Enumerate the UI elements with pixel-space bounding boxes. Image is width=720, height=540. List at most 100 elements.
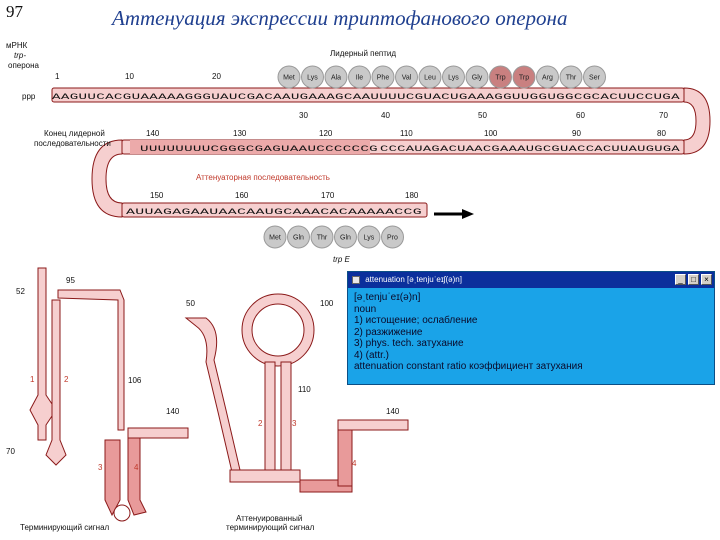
close-button[interactable]: ×	[701, 274, 712, 285]
transcription: [əˌtenjuˈeɪ(ə)n]	[354, 292, 421, 303]
hp1-label-95: 95	[66, 276, 75, 285]
leader-peptide-residue-label-2: Ala	[331, 75, 341, 82]
leader-peptide-residue-label-5: Val	[402, 75, 412, 82]
leader-peptide-label: Лидерный пептид	[330, 49, 396, 58]
leader-peptide-residue-label-3: Ile	[356, 75, 364, 82]
mrna-label-1: мРНК	[6, 41, 28, 50]
app-icon	[352, 275, 360, 284]
terminator-hairpin	[29, 267, 189, 522]
leader-peptide-residue-label-10: Trp	[519, 75, 529, 82]
leader-peptide-residue-5	[395, 65, 418, 89]
leader-peptide-residue-label-4: Phe	[377, 75, 390, 82]
leader-peptide-residue-12	[559, 65, 583, 89]
attenuator-label: Аттенуаторная последовательность	[196, 173, 330, 182]
trpE-peptide-residue-3	[334, 225, 357, 249]
direction-arrow	[434, 209, 474, 219]
mrna-label-2: trp-	[14, 51, 26, 60]
leader-peptide-residue-4	[371, 65, 395, 89]
hp2-label-3: 3	[292, 419, 297, 428]
leader-peptide-residue-label-6: Leu	[424, 75, 436, 82]
pos-160: 160	[235, 191, 249, 200]
trpE-peptide-residue-2	[310, 225, 334, 249]
leader-peptide-residue-label-11: Arg	[542, 75, 553, 82]
pos-150: 150	[150, 191, 164, 200]
leader-peptide-residue-label-9: Trp	[495, 75, 505, 82]
hp2-caption-1: Аттенуированный	[236, 514, 302, 523]
hp1-label-140: 140	[166, 407, 180, 416]
trpE-peptide-residue-1	[287, 225, 310, 249]
trpE-peptide-residue-label-2: Thr	[317, 235, 328, 242]
mrna-label-3: оперона	[8, 61, 40, 70]
hp2-label-4: 4	[352, 459, 357, 468]
meaning-3: 3) phys. tech. затухание	[354, 338, 464, 349]
example: attenuation constant ratio коэффициент з…	[354, 361, 583, 372]
pos-1: 1	[55, 72, 60, 81]
leader-peptide-residue-7	[442, 65, 465, 89]
leader-peptide-residue-1	[301, 65, 324, 89]
hp2-label-100: 100	[320, 299, 334, 308]
slide-title: Аттенуация экспрессии триптофанового опе…	[112, 6, 568, 30]
pos-80: 80	[657, 129, 666, 138]
trpE-peptide-residue-label-1: Gln	[293, 235, 304, 242]
pos-40: 40	[381, 111, 390, 120]
leader-peptide-residue-label-0: Met	[283, 75, 295, 82]
pos-60: 60	[576, 111, 585, 120]
pos-30: 30	[299, 111, 308, 120]
leader-peptide-residue-label-12: Thr	[566, 75, 577, 82]
leader-peptide-residue-10	[512, 65, 536, 89]
pos-20: 20	[212, 72, 221, 81]
meaning-2: 2) разжижение	[354, 326, 423, 338]
trpE-peptide-residue-label-5: Pro	[387, 235, 398, 242]
dictionary-title: attenuation [əˌtenjuˈeɪʃ(ə)n]	[365, 275, 462, 284]
pos-90: 90	[572, 129, 581, 138]
hp2-label-50: 50	[186, 299, 195, 308]
pos-140: 140	[146, 129, 160, 138]
trpE-peptide-residue-0	[263, 225, 287, 249]
hp1-label-106: 106	[128, 376, 142, 385]
dictionary-popup[interactable]: attenuation [əˌtenjuˈeɪʃ(ə)n] _ □ × [əˌt…	[347, 271, 715, 385]
slide-number: 97	[6, 2, 23, 21]
maximize-button[interactable]: □	[688, 274, 699, 285]
dictionary-entry: [əˌtenjuˈeɪ(ə)n] noun 1) истощение; осла…	[348, 288, 714, 377]
leader-peptide-residue-label-7: Lys	[448, 75, 459, 82]
leader-peptide-residue-9	[489, 65, 512, 89]
leader-peptide-residue-label-8: Gly	[472, 75, 483, 82]
pos-70: 70	[659, 111, 668, 120]
sequence-mid: CCCAUAGACUAACGAAAUGCGUACCACUUAUGUGA	[380, 144, 681, 154]
leader-peptide-residue-11	[536, 65, 559, 89]
trpE-peptide-residue-label-0: Met	[269, 235, 281, 242]
hp1-label-52: 52	[16, 287, 25, 296]
hp1-label-70: 70	[6, 447, 15, 456]
meaning-1: 1) истощение; ослабление	[354, 315, 478, 326]
hp1-caption: Терминирующий сигнал	[20, 523, 110, 532]
pos-120: 120	[319, 129, 333, 138]
dictionary-titlebar[interactable]: attenuation [əˌtenjuˈeɪʃ(ə)n] _ □ ×	[348, 272, 714, 288]
meaning-4: 4) (attr.)	[354, 349, 390, 361]
trpE-peptide-residue-label-3: Gln	[340, 235, 351, 242]
leader-peptide-residue-label-1: Lys	[307, 75, 318, 82]
trpE-label: trp E	[333, 255, 351, 264]
leader-peptide-residue-6	[418, 65, 442, 89]
attenuator-highlight	[130, 140, 370, 154]
minimize-button[interactable]: _	[675, 274, 686, 285]
hp2-label-140: 140	[386, 407, 400, 416]
hp1-label-2: 2	[64, 375, 69, 384]
pos-110: 110	[400, 129, 413, 138]
sequence-mid-left: UUUUUUUUCGGGCGAGUAAUCCCCCCG	[140, 144, 378, 154]
trpE-peptide-residue-4	[357, 225, 381, 249]
leader-peptide-residue-0	[277, 65, 301, 89]
sequence-bottom: AUUAGAGAAUAACAAUGCAAACACAAAAACCG	[126, 207, 422, 217]
pos-100: 100	[484, 129, 498, 138]
trpE-peptide-residue-5	[381, 225, 404, 249]
leader-end-label-2: последовательности	[34, 139, 111, 148]
pos-50: 50	[478, 111, 487, 120]
attenuated-hairpin	[184, 293, 409, 493]
part-of-speech: noun	[354, 303, 377, 315]
hp2-label-2: 2	[258, 419, 263, 428]
leader-peptide-residue-2	[324, 65, 348, 89]
leader-peptide-residue-8	[465, 65, 489, 89]
ppp-label: ppp	[22, 92, 36, 101]
